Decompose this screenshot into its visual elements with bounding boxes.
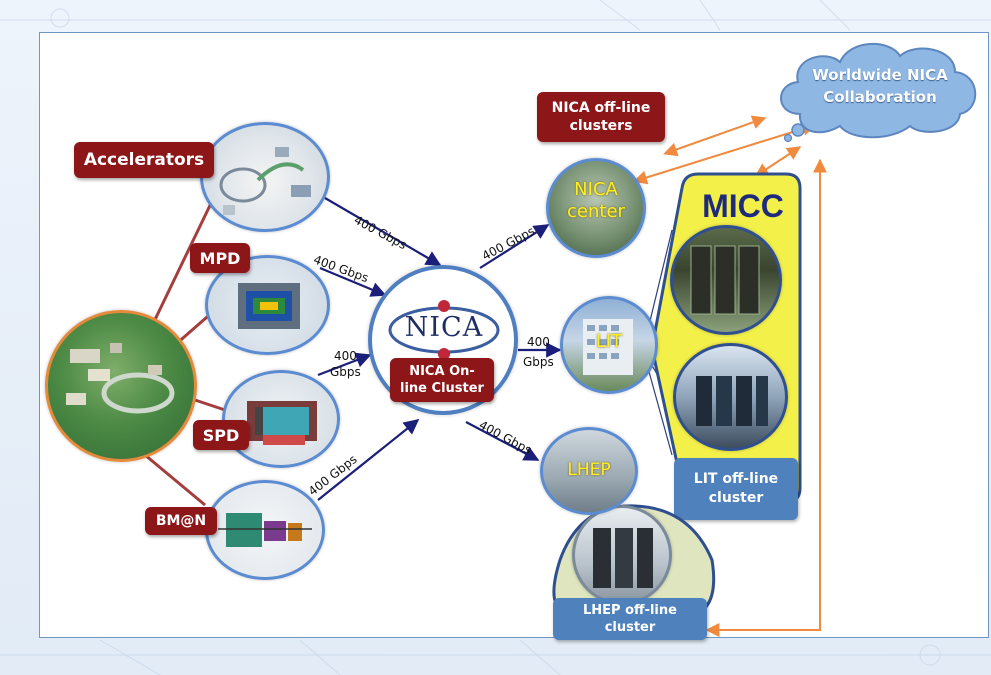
lit-offline-label: LIT off-line cluster [674, 458, 798, 520]
spd-text: SPD [202, 425, 240, 445]
lit-image: LIT [560, 296, 658, 394]
mpd-label: MPD [190, 243, 250, 273]
link-speed-lit: 400 Gbps [523, 335, 554, 369]
accelerators-label: Accelerators [74, 142, 214, 178]
nica-logo [388, 300, 500, 360]
arrow-mpd [319, 266, 387, 297]
online-cluster-label: NICA On-line Cluster [390, 358, 494, 402]
micc-rack-image-top [670, 225, 782, 335]
bmn-label: BM@N [145, 507, 217, 535]
lhep-rack-image [572, 505, 672, 605]
spd-image [222, 370, 340, 468]
lhep-image: LHEP [540, 427, 638, 515]
bmn-text: BM@N [155, 513, 207, 529]
nica-center-image: NICA center [546, 158, 646, 258]
bmn-image [205, 480, 325, 580]
campus-aerial-image [45, 310, 197, 462]
worldwide-label: Worldwide NICA Collaboration [805, 50, 955, 122]
campus-link-accelerators [148, 194, 217, 331]
worldwide-text: Worldwide NICA Collaboration [812, 66, 948, 106]
arrow-accelerators [324, 197, 442, 266]
micc-title: MICC [702, 188, 784, 224]
accelerators-image [200, 122, 330, 232]
orange-arrow-micc [754, 146, 802, 177]
nica-logo-text: NICA [404, 312, 484, 343]
micc-rack-image-bottom [673, 343, 788, 451]
campus-link-bmn [144, 453, 206, 507]
arrow-lhep [465, 421, 540, 461]
orange-arrow-nica-center [632, 122, 817, 185]
offline-clusters-label: NICA off-line clusters [537, 92, 665, 142]
worldwide-cloud [780, 43, 977, 143]
accelerators-text: Accelerators [83, 150, 205, 170]
lit-text: LIT [595, 331, 623, 352]
nica-center-text: NICA center [567, 179, 625, 222]
arrow-bmn [317, 419, 420, 501]
arrow-spd [317, 352, 372, 377]
mpd-text: MPD [199, 248, 241, 268]
lhep-text: LHEP [567, 460, 611, 480]
spd-label: SPD [193, 420, 249, 450]
orange-arrow-lhep [705, 158, 827, 637]
link-speed-spd: 400 Gbps [330, 349, 361, 379]
arrow-nica-center [479, 224, 550, 269]
lhep-offline-label: LHEP off-line cluster [553, 598, 707, 640]
